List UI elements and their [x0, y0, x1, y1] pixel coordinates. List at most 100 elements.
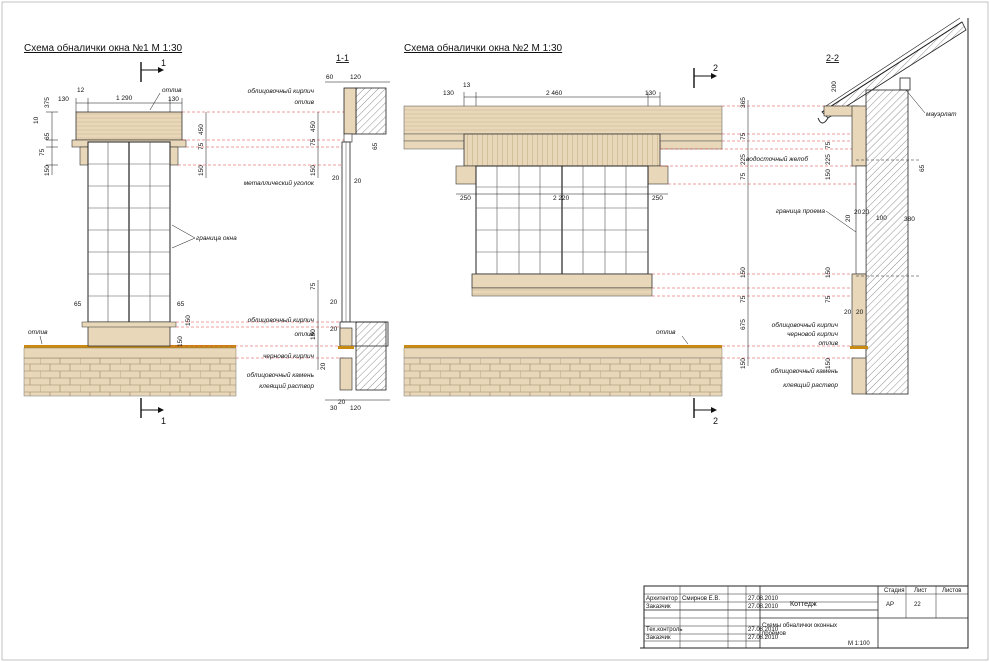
svg-text:20: 20	[854, 209, 862, 216]
window1-title: Схема обналички окна №1 М 1:30	[24, 42, 183, 54]
svg-text:65: 65	[44, 132, 51, 140]
svg-text:20: 20	[330, 299, 338, 306]
svg-text:2: 2	[713, 416, 718, 426]
svg-text:75: 75	[740, 132, 747, 140]
svg-text:водосточный желоб: водосточный желоб	[746, 155, 808, 163]
cut-mark-1-top: 1	[140, 58, 166, 82]
svg-text:1 290: 1 290	[116, 95, 133, 102]
svg-text:75: 75	[198, 142, 205, 150]
svg-text:Коттедж: Коттедж	[790, 601, 817, 608]
svg-text:М 1:100: М 1:100	[848, 641, 870, 647]
svg-text:75: 75	[310, 282, 317, 290]
svg-text:365: 365	[740, 97, 747, 108]
svg-text:12: 12	[77, 87, 85, 94]
cut-mark-2-bottom: 2	[693, 398, 718, 426]
svg-text:проемов: проемов	[762, 631, 786, 637]
svg-text:250: 250	[460, 195, 471, 202]
svg-text:1: 1	[161, 416, 166, 426]
svg-text:облицовочный кирпич: облицовочный кирпич	[248, 316, 315, 324]
section-2-2: 2-2 200 365 75 225 75 225 75 150 75 675 …	[740, 17, 967, 395]
svg-text:150: 150	[825, 267, 832, 278]
svg-text:100: 100	[876, 215, 887, 222]
svg-text:150: 150	[44, 165, 51, 176]
svg-text:225: 225	[825, 154, 832, 165]
svg-text:13: 13	[463, 82, 471, 89]
svg-text:отлив: отлив	[818, 340, 838, 347]
svg-text:27.08.2010: 27.08.2010	[748, 627, 779, 633]
svg-text:675: 675	[740, 319, 747, 330]
svg-text:22: 22	[914, 602, 921, 608]
svg-text:27.08.2010: 27.08.2010	[748, 596, 779, 602]
svg-text:150: 150	[740, 267, 747, 278]
svg-text:75: 75	[825, 141, 832, 149]
section-1-1: 1-1 60 120 450 75 150 20 20 65 75 20 20 …	[244, 53, 390, 412]
svg-text:27.08.2010: 27.08.2010	[748, 604, 779, 610]
window2-title: Схема обналички окна №2 М 1:30	[404, 42, 563, 54]
svg-text:20: 20	[862, 209, 870, 216]
stone-plinth-2	[403, 357, 723, 397]
svg-text:65: 65	[177, 301, 185, 308]
ground-otliv	[24, 345, 236, 348]
svg-text:20: 20	[320, 362, 327, 370]
svg-text:клеящий раствор: клеящий раствор	[259, 382, 314, 390]
svg-text:130: 130	[168, 96, 179, 103]
svg-text:150: 150	[177, 336, 184, 347]
svg-text:Заказчик: Заказчик	[646, 635, 671, 641]
svg-text:120: 120	[350, 405, 361, 412]
red-guides-2	[652, 105, 856, 359]
svg-text:120: 120	[350, 74, 361, 81]
svg-text:Листов: Листов	[942, 588, 962, 594]
svg-text:27.08.2010: 27.08.2010	[748, 635, 779, 641]
svg-text:150: 150	[825, 358, 832, 369]
svg-text:75: 75	[740, 295, 747, 303]
svg-text:20: 20	[332, 175, 340, 182]
svg-text:75: 75	[825, 295, 832, 303]
window1-lintel	[75, 111, 183, 141]
svg-text:Схемы обналички оконных: Схемы обналички оконных	[762, 623, 837, 629]
section2-title: 2-2	[826, 53, 839, 63]
stone-plinth	[23, 357, 237, 397]
svg-text:130: 130	[645, 90, 656, 97]
svg-text:150: 150	[185, 315, 192, 326]
window2-sill	[471, 273, 653, 289]
svg-text:облицовочный камень: облицовочный камень	[771, 367, 839, 375]
svg-text:75: 75	[740, 172, 747, 180]
svg-text:65: 65	[372, 142, 379, 150]
svg-text:облицовочный кирпич: облицовочный кирпич	[248, 87, 315, 95]
svg-text:450: 450	[310, 121, 317, 132]
svg-text:Заказчик: Заказчик	[646, 604, 671, 610]
svg-text:отлив: отлив	[656, 329, 676, 336]
svg-text:150: 150	[740, 358, 747, 369]
svg-text:150: 150	[825, 169, 832, 180]
svg-text:75: 75	[39, 148, 46, 156]
svg-text:450: 450	[198, 124, 205, 135]
svg-text:Тех.контроль: Тех.контроль	[646, 627, 682, 633]
svg-text:130: 130	[58, 96, 69, 103]
svg-text:мауэрлат: мауэрлат	[926, 111, 957, 118]
title-block	[643, 585, 969, 649]
svg-text:20: 20	[354, 178, 362, 185]
svg-text:200: 200	[831, 81, 838, 92]
svg-text:375: 375	[44, 97, 51, 108]
svg-text:отлив: отлив	[294, 99, 314, 106]
svg-text:Стадия: Стадия	[884, 588, 904, 594]
window2-elevation: Схема обналички окна №2 М 1:30 2 2	[403, 42, 723, 426]
svg-text:10: 10	[33, 116, 40, 124]
svg-text:250: 250	[652, 195, 663, 202]
section1-title: 1-1	[336, 53, 349, 63]
svg-text:75: 75	[310, 138, 317, 146]
svg-text:отлив: отлив	[294, 331, 314, 338]
svg-text:20: 20	[844, 309, 852, 316]
svg-text:20: 20	[330, 326, 338, 333]
svg-text:АР: АР	[886, 602, 894, 608]
svg-text:150: 150	[198, 165, 205, 176]
svg-text:150: 150	[310, 165, 317, 176]
svg-text:20: 20	[338, 399, 346, 406]
svg-text:130: 130	[443, 90, 454, 97]
svg-text:1: 1	[161, 58, 166, 68]
svg-text:65: 65	[74, 301, 82, 308]
svg-text:Лист: Лист	[914, 588, 927, 594]
cornice-band	[403, 105, 723, 135]
cut-mark-1-bottom: 1	[140, 398, 166, 426]
